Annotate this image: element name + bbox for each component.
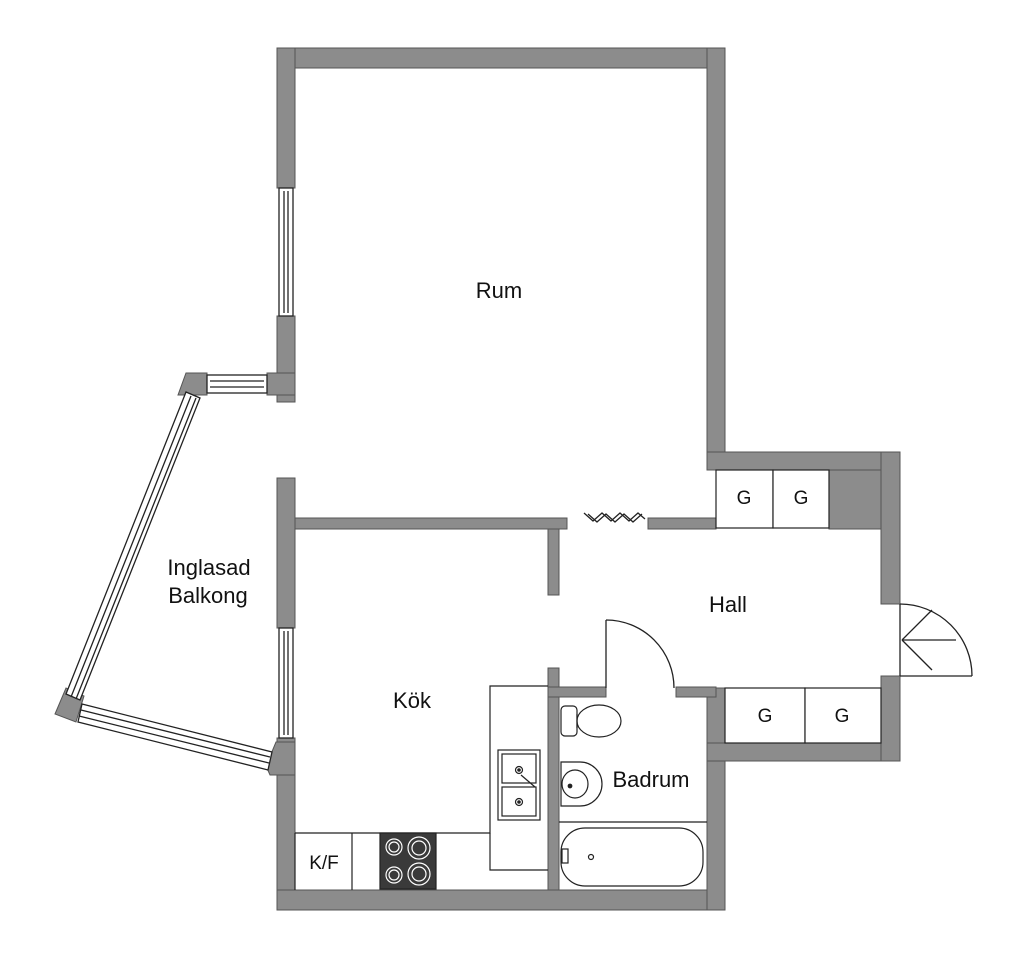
- wall-balcony-top-corner: [177, 372, 208, 396]
- wall-right-lower-outer: [880, 675, 901, 762]
- kitchen-sink: [497, 749, 541, 821]
- window-kitchen-left: [278, 627, 294, 739]
- label-hall: Hall: [709, 592, 747, 617]
- closet-g1: [715, 469, 774, 529]
- closet-g4: [804, 687, 882, 744]
- label-balcony-line1: Inglasad: [167, 555, 250, 580]
- walls: [54, 47, 901, 911]
- toilet: [560, 704, 622, 738]
- label-bathroom: Badrum: [612, 767, 689, 792]
- wall-rum-right: [706, 47, 726, 454]
- storage-closets: [715, 469, 882, 744]
- wall-bath-top-left: [547, 686, 607, 698]
- closet-g2: [772, 469, 830, 529]
- window-balcony-top: [206, 374, 268, 394]
- wall-kitchen-left-upper: [276, 477, 296, 629]
- window-balcony-bottom: [77, 703, 273, 771]
- wall-kitchen-stub: [547, 528, 560, 596]
- label-closet-g4: G: [835, 706, 850, 727]
- label-closet-g3: G: [758, 706, 773, 727]
- bathtub: [559, 821, 707, 887]
- windows: [65, 187, 294, 771]
- label-closet-g1: G: [737, 488, 752, 509]
- label-fridge-freezer: K/F: [309, 853, 339, 874]
- wall-bath-top-right: [675, 686, 717, 698]
- wall-bottom: [276, 889, 726, 911]
- entrance-arrow-head-bottom: [901, 639, 933, 671]
- label-balcony-line2: Balkong: [168, 583, 248, 608]
- wall-balcony-bottom-right: [265, 741, 296, 776]
- wall-kitchen-top: [294, 517, 568, 530]
- window-rum-left: [278, 187, 294, 317]
- wall-right-lower: [706, 687, 726, 911]
- wall-right-upper: [880, 451, 901, 605]
- wall-bath-left: [547, 667, 560, 891]
- wall-rum-left-upper: [276, 47, 296, 189]
- doors: [583, 512, 973, 689]
- wall-rum-bottom-right: [647, 517, 717, 530]
- wall-storage-bottom: [706, 742, 901, 762]
- bathroom-fixtures: [559, 704, 707, 887]
- wall-storage-top: [706, 451, 901, 471]
- washbasin: [560, 761, 603, 807]
- closet-g3: [724, 687, 806, 744]
- wall-rum-top: [276, 47, 726, 69]
- kitchen-stove: [379, 832, 437, 890]
- label-kitchen: Kök: [393, 688, 432, 713]
- entrance-arrow-head-top: [901, 609, 933, 641]
- door-entrance: [899, 603, 973, 677]
- wall-balcony-top-right: [266, 372, 296, 396]
- label-rum: Rum: [476, 278, 522, 303]
- window-balcony-left: [65, 391, 201, 701]
- kitchen-fixtures: [294, 685, 548, 890]
- wall-storage-corner-fill: [828, 469, 882, 530]
- door-bathroom: [605, 619, 675, 689]
- label-closet-g2: G: [794, 488, 809, 509]
